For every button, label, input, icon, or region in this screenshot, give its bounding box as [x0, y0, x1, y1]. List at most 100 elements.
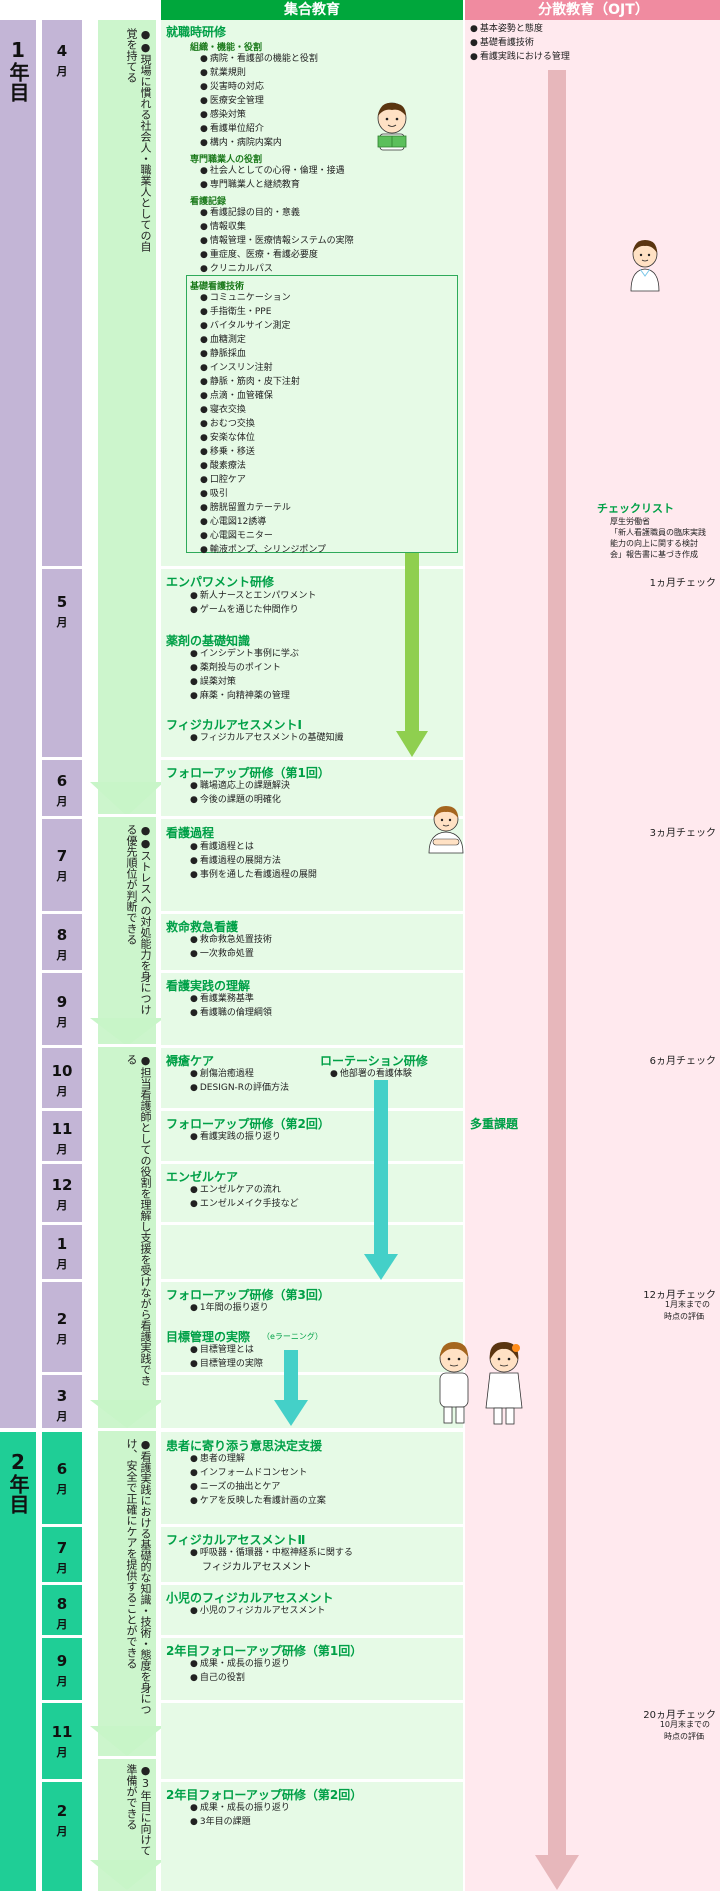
subsection-title: 専門職業人の役割	[190, 155, 263, 165]
row-mar	[161, 1375, 463, 1428]
green-progress-arrow	[396, 553, 428, 757]
shudan-kyoiku-header: 集合教育	[161, 0, 463, 20]
list-item: 点滴・血管確保	[200, 390, 273, 403]
ojt-check-1m: 1ヵ月チェック	[649, 578, 716, 589]
list-item: 自己の役割	[190, 1672, 245, 1685]
training-title: 小児のフィジカルアセスメント	[166, 1591, 334, 1605]
list-item: 1年間の振り返り	[190, 1302, 269, 1315]
list-item: 社会人としての心得・倫理・接遇	[200, 165, 345, 178]
list-item: ケアを反映した看護計画の立案	[190, 1495, 326, 1508]
ojt-list-item: 基本姿勢と態度	[470, 23, 543, 36]
list-item: 今後の課題の明確化	[190, 794, 281, 807]
training-title: 目標管理の実際	[166, 1330, 251, 1344]
checklist-desc: 「新人看護職員の臨床実践	[610, 528, 706, 537]
list-item: 新人ナースとエンパワメント	[190, 590, 317, 603]
ojt-check-12m: 12ヵ月チェック	[643, 1290, 716, 1301]
goal-text-5: ●3年目に向けて準備ができる	[125, 1764, 152, 1856]
list-item: 感染対策	[200, 109, 246, 122]
list-item: 就業規則	[200, 67, 246, 80]
subsection-title: 看護記録	[190, 197, 227, 207]
year-1-bar: 1年目	[0, 20, 36, 1428]
training-title: 看護過程	[166, 826, 215, 840]
row-y2-nov	[161, 1703, 463, 1779]
training-title: フィジカルアセスメントⅠ	[166, 718, 302, 732]
list-item: 事例を通した看護過程の展開	[190, 869, 317, 882]
list-item: 3年目の課題	[190, 1816, 251, 1829]
list-item: 薬剤投与のポイント	[190, 662, 281, 675]
rotation-progress-arrow	[364, 1080, 398, 1280]
list-item: 情報収集	[200, 221, 246, 234]
elearning-note: （eラーニング）	[262, 1332, 323, 1341]
subsection-title: 基礎看護技術	[190, 282, 245, 292]
year-1-label: 1年目	[6, 38, 30, 102]
list-item: フィジカルアセスメントの基礎知識	[190, 732, 344, 745]
list-item: 成果・成長の振り返り	[190, 1802, 290, 1815]
list-item: 輸液ポンプ、シリンジポンプ	[200, 544, 326, 557]
training-title: 薬剤の基礎知識	[166, 634, 251, 648]
list-item: 誤薬対策	[190, 676, 236, 689]
ojt-list-item: 基礎看護技術	[470, 37, 534, 50]
list-item: コミュニケーション	[200, 292, 291, 305]
ojt-long-arrow	[535, 70, 579, 1890]
training-title: 看護実践の理解	[166, 979, 251, 993]
nurse-reading-illustration	[377, 102, 407, 151]
list-item: インシデント事例に学ぶ	[190, 648, 299, 661]
list-item: 呼吸器・循環器・中枢神経系に関する	[190, 1547, 353, 1560]
row-jan	[161, 1225, 463, 1279]
training-title: 救命救急看護	[166, 920, 239, 934]
goal-separator	[98, 1756, 156, 1759]
ojt-check-3m: 3ヵ月チェック	[649, 828, 716, 839]
list-item: 移乗・移送	[200, 446, 255, 459]
checklist-title: チェックリスト	[597, 502, 674, 515]
ojt-check-12m-note: 時点の評価	[664, 1312, 704, 1321]
list-item: 看護記録の目的・意義	[200, 207, 300, 220]
ojt-check-20m-note: 10月末までの	[659, 1720, 710, 1729]
list-item: 看護業務基準	[190, 993, 254, 1006]
row-y2-feb	[161, 1782, 463, 1891]
list-item: 医療安全管理	[200, 95, 264, 108]
list-item: 他部署の看護体験	[330, 1068, 412, 1081]
list-item: 創傷治癒過程	[190, 1068, 254, 1081]
goal-text-3: ●担当看護師としての役割を理解し支援を受けながら看護実践できる	[125, 1054, 152, 1386]
nurse-pair-illustration	[439, 1342, 523, 1425]
list-item: 情報管理・医療情報システムの実際	[200, 235, 354, 248]
list-item: 安楽な体位	[200, 432, 255, 445]
list-item: 成果・成長の振り返り	[190, 1658, 290, 1671]
goal-management-arrow	[274, 1350, 308, 1426]
list-item: 寝衣交換	[200, 404, 246, 417]
ojt-check-12m-note: 1月末までの	[664, 1300, 710, 1309]
list-item: 心電図モニター	[200, 530, 273, 543]
year-2-label: 2年目	[6, 1450, 30, 1514]
checklist-desc: 会」報告書に基づき作成	[610, 550, 698, 559]
subsection-title: 組織・機能・役割	[190, 43, 263, 53]
goal-text-1: ●●現場に慣れる社会人・職業人としての自覚を持てる	[125, 28, 152, 252]
year-2-bar: 2年目	[0, 1432, 36, 1891]
list-item: 手指衛生・PPE	[200, 306, 272, 319]
list-item: 患者の理解	[190, 1453, 245, 1466]
goal-text-2: ●●ストレスへの対処能力を身につける優先順位が判断できる	[125, 824, 152, 1015]
list-item: 職場適応上の課題解決	[190, 780, 290, 793]
goal-text-4: ●看護実践における基礎的な知識・技術・態度を身につけ、安全で正確にケアを提供する…	[125, 1438, 152, 1715]
list-item: 心電図12誘導	[200, 516, 266, 529]
bunsan-kyoiku-header: 分散教育（OJT）	[465, 0, 720, 20]
training-title: エンパワメント研修	[166, 575, 275, 589]
list-item: おむつ交換	[200, 418, 255, 431]
list-item: 重症度、医療・看護必要度	[200, 249, 318, 262]
training-title: エンゼルケア	[166, 1170, 239, 1184]
list-item: 構内・病院内案内	[200, 137, 282, 150]
list-item: 麻薬・向精神薬の管理	[190, 690, 290, 703]
nurse-arms-crossed-illustration	[428, 806, 464, 854]
goal-separator	[98, 814, 156, 817]
goal-separator	[98, 1428, 156, 1431]
ojt-list-item: 看護実践における管理	[470, 51, 570, 64]
ojt-check-6m: 6ヵ月チェック	[649, 1056, 716, 1067]
